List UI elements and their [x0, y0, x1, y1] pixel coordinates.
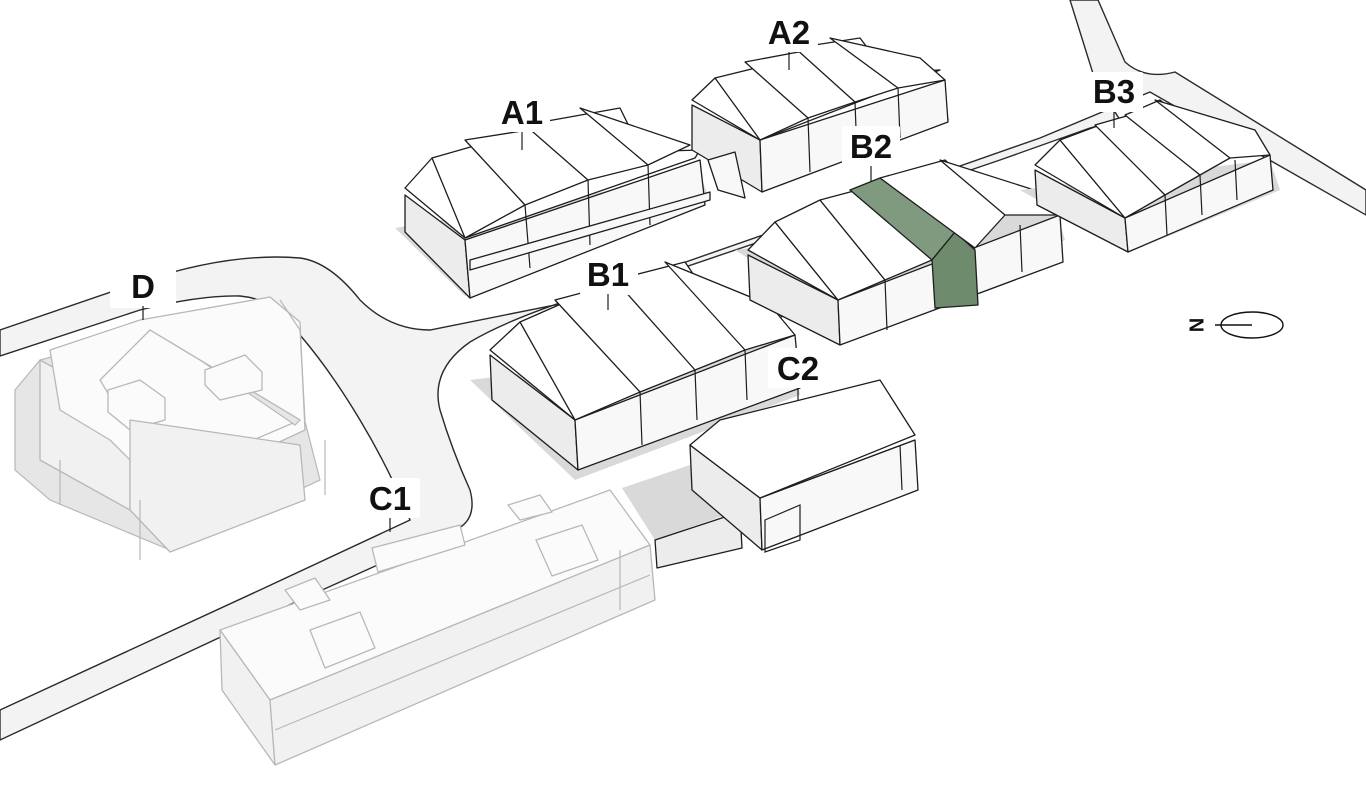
label-B2: B2 [842, 126, 900, 182]
svg-text:C2: C2 [777, 350, 819, 387]
label-D: D [110, 268, 176, 320]
label-B1: B1 [580, 255, 638, 310]
svg-text:C1: C1 [369, 480, 411, 517]
building-B2[interactable] [735, 159, 1065, 346]
svg-text:B3: B3 [1093, 73, 1135, 110]
building-C2[interactable] [622, 379, 919, 569]
labels: A1 A2 B1 B2 B3 C1 C2 [110, 12, 1143, 532]
label-A2: A2 [760, 12, 818, 70]
label-C2: C2 [768, 348, 828, 400]
building-C1[interactable] [219, 489, 656, 766]
north-arrow-icon: N [1186, 311, 1284, 339]
compass-label: N [1186, 318, 1208, 332]
building-B1[interactable] [470, 261, 801, 480]
svg-text:A1: A1 [501, 94, 543, 131]
svg-text:D: D [131, 268, 155, 305]
label-C1: C1 [362, 478, 420, 532]
label-B3: B3 [1085, 72, 1143, 128]
svg-text:B1: B1 [587, 256, 629, 293]
building-D[interactable] [14, 296, 326, 560]
svg-text:A2: A2 [768, 14, 810, 51]
label-A1: A1 [494, 92, 550, 150]
svg-text:B2: B2 [850, 128, 892, 165]
road-network [0, 0, 1366, 741]
building-A1[interactable] [395, 107, 711, 299]
building-B3[interactable] [1020, 99, 1280, 253]
road-west [0, 0, 1366, 741]
